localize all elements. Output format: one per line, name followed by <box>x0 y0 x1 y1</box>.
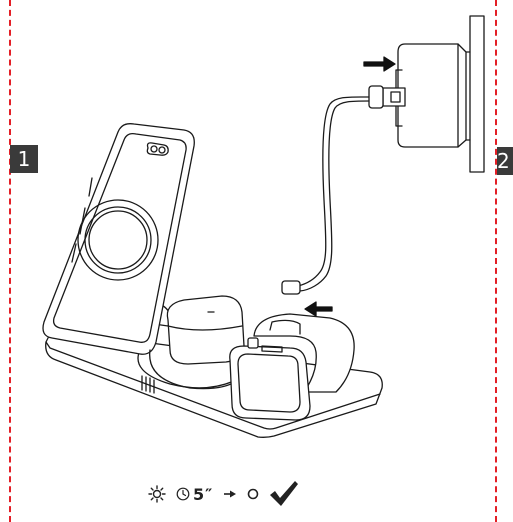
watch-case <box>229 345 311 421</box>
camera-module <box>146 142 169 156</box>
timer-group: 5″ <box>176 485 213 504</box>
center-charging-pad <box>137 349 241 389</box>
clock-icon <box>176 487 190 501</box>
step-number-1-badge: 1 <box>10 145 38 173</box>
circle-icon <box>247 488 259 500</box>
divider-right <box>495 0 497 522</box>
charging-status-row: 5″ <box>148 474 299 514</box>
usb-cable <box>297 96 370 287</box>
smart-watch <box>229 313 355 421</box>
step-number-2-badge: 2 <box>497 147 513 175</box>
digital-crown <box>247 337 259 349</box>
watch-screen <box>237 353 301 413</box>
wall-adapter-group <box>363 15 485 173</box>
usb-a-plug <box>382 87 406 107</box>
wall <box>469 15 485 173</box>
magsafe-ring-outer <box>77 199 159 281</box>
divider-left <box>9 0 11 522</box>
watch-band <box>253 313 355 393</box>
sun-rays-icon <box>148 485 166 503</box>
push-arrow-icon <box>363 56 396 72</box>
usb-cable-group <box>281 85 406 317</box>
right-arrow-icon <box>224 490 237 498</box>
charging-duration: 5″ <box>193 484 214 504</box>
power-adapter <box>397 43 467 148</box>
insert-arrow-icon <box>304 301 333 317</box>
phone-on-stand <box>42 123 195 355</box>
checkmark-icon <box>270 481 299 506</box>
magsafe-ring-inner <box>84 206 152 274</box>
usb-c-plug <box>281 280 301 295</box>
phone-body <box>42 123 195 355</box>
